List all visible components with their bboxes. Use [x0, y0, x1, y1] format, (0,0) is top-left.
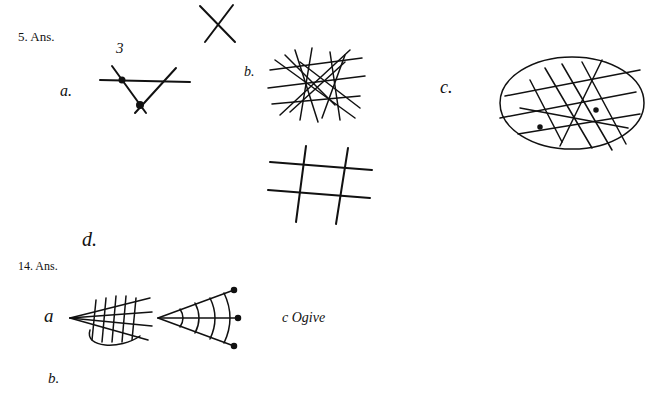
part-letter: a — [44, 306, 54, 327]
answer-note: c Ogive — [282, 310, 325, 325]
ellipse-lines-sketch — [500, 57, 644, 150]
fan-sketch — [70, 296, 152, 345]
part-letter: b. — [244, 64, 255, 79]
question-number: 14. Ans. — [18, 260, 58, 273]
part-letter: b. — [48, 370, 59, 387]
part-letter: c. — [440, 78, 453, 98]
crossing-lines-sketch — [268, 48, 365, 122]
grid-sketch — [268, 146, 372, 224]
part-letter: d. — [82, 228, 97, 250]
triangle-sketch — [100, 66, 190, 113]
question-number: 5. Ans. — [18, 30, 54, 44]
callout-number: 3 — [116, 40, 124, 57]
part-letter: a. — [60, 82, 72, 100]
arc-fan-sketch — [158, 288, 241, 349]
x-sketch — [200, 5, 235, 42]
